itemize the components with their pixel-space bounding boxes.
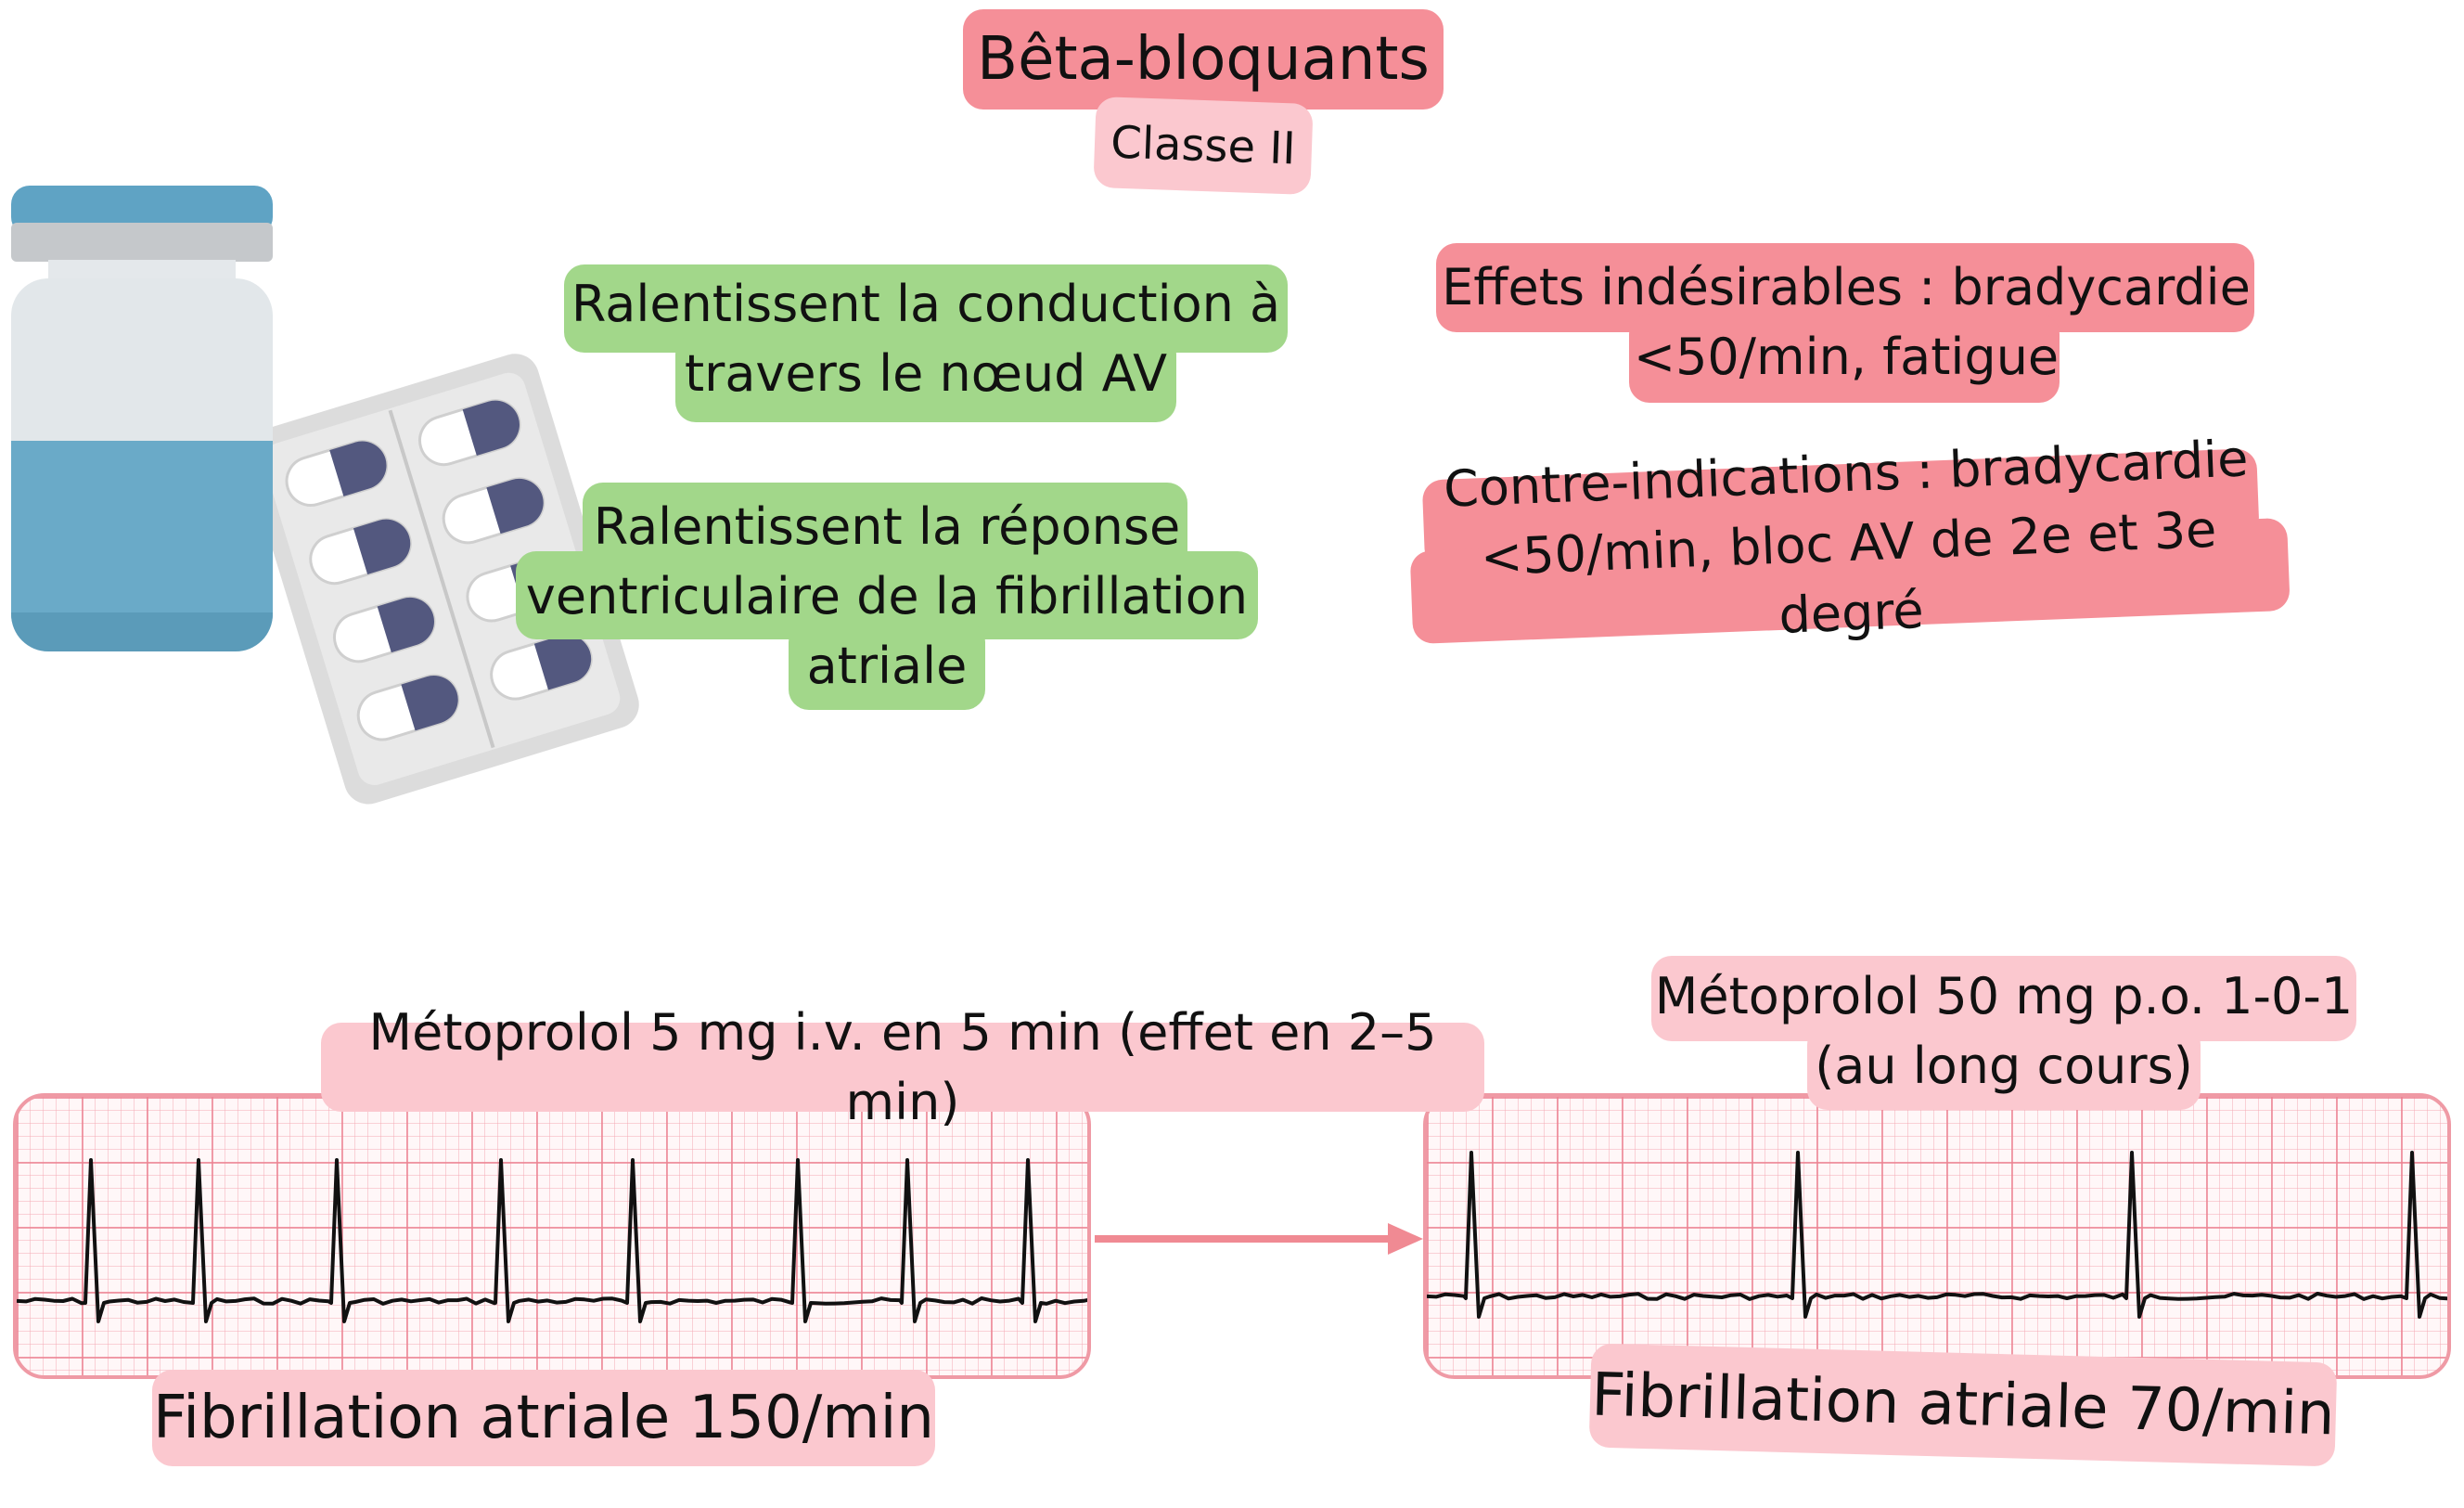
dose-po-line-1: Métoprolol 50 mg p.o. 1-0-1: [1654, 967, 2354, 1025]
adverse-line-1: Effets indésirables : bradycardie: [1442, 258, 2251, 316]
dose-iv-text: Métoprolol 5 mg i.v. en 5 min (effet en …: [368, 1003, 1437, 1131]
arrow-icon: [1095, 1223, 1423, 1255]
effect-ventricular-line-2: ventriculaire de la fibrillation: [525, 567, 1249, 625]
effect-conduction-line-2: travers le nœud AV: [684, 344, 1168, 403]
effect-conduction: Ralentissent la conduction à travers le …: [520, 269, 1332, 408]
ventricular-highlight-3: [789, 622, 985, 710]
title-highlight: [963, 9, 1444, 110]
ecg-right-label-text: Fibrillation atriale 70/min: [1590, 1360, 2336, 1449]
adverse-highlight-2: [1629, 314, 2060, 403]
effect-ventricular-line-1: Ralentissent la réponse: [593, 497, 1181, 556]
dose-iv-highlight: [321, 1023, 1484, 1112]
ecg-left-label-highlight: [152, 1370, 935, 1466]
blister-pack-icon: [244, 354, 639, 805]
adverse-effects: Effets indésirables : bradycardie <50/mi…: [1392, 252, 2301, 392]
adverse-line-2: <50/min, fatigue: [1633, 328, 2060, 386]
dose-po: Métoprolol 50 mg p.o. 1-0-1 (au long cou…: [1633, 961, 2375, 1101]
page-title: Bêta-bloquants: [963, 9, 1444, 110]
bottle-icon: [11, 186, 273, 651]
ecg-strip-right: [1423, 1093, 2451, 1379]
contra-indications: Contre-indications : bradycardie <50/min…: [1407, 429, 2290, 644]
title-text: Bêta-bloquants: [977, 24, 1430, 94]
subtitle-text: Classe II: [1110, 116, 1297, 174]
dose-po-line-2: (au long cours): [1815, 1037, 2193, 1095]
effect-ventricular-line-3: atriale: [806, 637, 968, 695]
ecg-right-label-group: Fibrillation atriale 70/min: [1588, 1343, 2338, 1467]
ecg-trace-right: [1427, 1151, 2447, 1319]
medication-illustration: [11, 186, 639, 805]
conduction-highlight-2: [675, 334, 1176, 422]
effect-ventricular: Ralentissent la réponse ventriculaire de…: [482, 492, 1291, 701]
contra-group: Contre-indications : bradycardie <50/min…: [1407, 429, 2291, 657]
ecg-strip-left: [13, 1093, 1091, 1379]
ecg-right-label: Fibrillation atriale 70/min: [1589, 1343, 2338, 1466]
ecg-left-label-text: Fibrillation atriale 150/min: [153, 1383, 934, 1452]
dose-po-highlight-2: [1807, 1025, 2201, 1110]
effect-conduction-line-1: Ralentissent la conduction à: [571, 275, 1281, 333]
dose-iv: Métoprolol 5 mg i.v. en 5 min (effet en …: [321, 1003, 1484, 1131]
ecg-left-label: Fibrillation atriale 150/min: [152, 1370, 935, 1466]
subtitle: Classe II: [1093, 97, 1313, 195]
ecg-trace-left: [17, 1158, 1087, 1323]
